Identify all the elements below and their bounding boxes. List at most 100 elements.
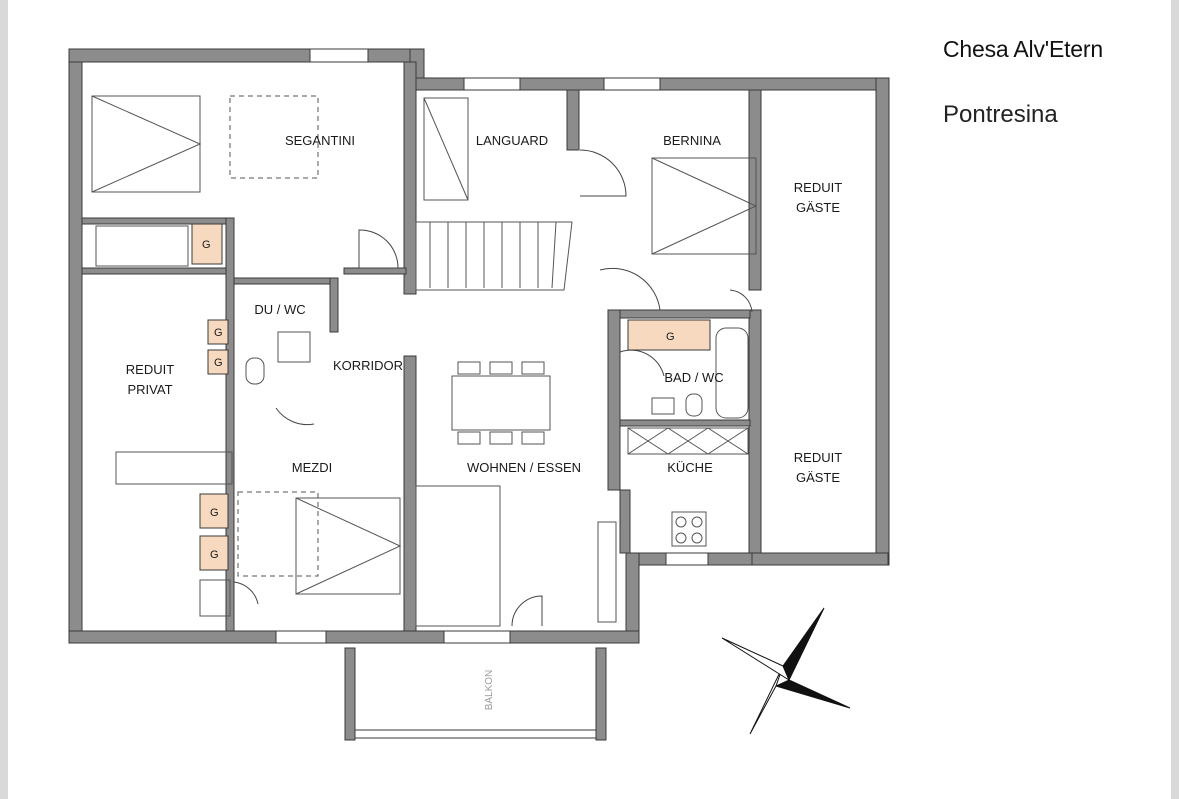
wall-interior-n	[619, 419, 751, 427]
bed-bernina-pillow	[651, 157, 758, 255]
room-label-reduit-gaeste-bottom-2: GÄSTE	[796, 470, 840, 485]
g-cabinet-4	[199, 493, 229, 529]
wall-interior-d	[748, 89, 762, 291]
balcony-rail	[354, 729, 597, 739]
door-swing-6	[275, 407, 315, 426]
wall-west	[68, 48, 83, 644]
kitchen-counter	[627, 427, 749, 455]
wall-interior-l	[343, 267, 407, 275]
project-title: Chesa Alv'Etern	[943, 36, 1103, 62]
stair-treads	[429, 221, 557, 289]
project-location: Pontresina	[943, 101, 1058, 128]
reduit-privat-box	[199, 579, 231, 617]
skylight-segantini	[229, 95, 319, 179]
window-wohnen	[443, 630, 511, 644]
du-wc-toilet	[245, 357, 265, 385]
sofa	[415, 485, 501, 627]
window-segantini	[309, 48, 369, 63]
balcony-wall-left	[344, 647, 356, 741]
room-label-reduit-gaeste-top-2: GÄSTE	[796, 200, 840, 215]
balcony-label: BALKON	[484, 670, 495, 711]
g-cabinet-2	[207, 319, 229, 345]
bad-sink	[651, 397, 675, 415]
wall-interior-a	[403, 61, 417, 295]
compass-needle-ne	[782, 607, 825, 682]
wall-south	[68, 630, 640, 644]
compass-needle-nw	[721, 637, 791, 682]
bathtub	[715, 327, 749, 419]
bed-segantini-pillow	[91, 95, 202, 193]
door-swing-1	[358, 229, 399, 269]
door-swing-5	[619, 349, 665, 377]
room-label-segantini: SEGANTINI	[285, 133, 355, 148]
chair-5	[489, 431, 513, 445]
reduit-shelves	[95, 225, 189, 267]
window-languard	[463, 77, 521, 91]
g-cabinet-3	[207, 349, 229, 375]
stove-burner-4	[691, 532, 703, 544]
wall-south-right	[749, 552, 889, 566]
wall-interior-h	[81, 267, 233, 275]
balcony-wall-right	[595, 647, 607, 741]
room-label-reduit-gaeste-top-1: REDUIT	[794, 180, 842, 195]
g-cabinet-5	[199, 535, 229, 571]
g-cabinets	[191, 223, 711, 571]
door-swing-3	[599, 267, 661, 311]
chair-2	[489, 361, 513, 375]
door-swing-7	[511, 595, 543, 627]
chair-6	[521, 431, 545, 445]
room-label-kueche: KÜCHE	[667, 460, 713, 475]
window-mezdi	[275, 630, 327, 644]
g-marker-5: G	[210, 549, 219, 561]
wall-interior-i	[225, 217, 235, 632]
room-label-reduit-gaeste-bottom-1: REDUIT	[794, 450, 842, 465]
door-swing-8	[233, 581, 259, 605]
compass-needle-se	[774, 679, 851, 709]
stove	[671, 511, 707, 547]
bed-mezdi	[295, 497, 401, 595]
du-wc-sink	[277, 331, 311, 363]
chair-4	[457, 431, 481, 445]
languard-cabinet	[423, 97, 469, 201]
bed-bernina	[651, 157, 757, 255]
stove-burner-1	[675, 516, 687, 528]
bad-toilet	[685, 393, 703, 417]
bed-segantini	[91, 95, 201, 193]
stairs	[415, 221, 573, 291]
room-label-wohnen-essen: WOHNEN / ESSEN	[467, 460, 581, 475]
sideboard	[597, 521, 617, 623]
wall-interior-b	[403, 355, 417, 632]
skylight-mezdi	[237, 491, 319, 577]
windows	[275, 48, 709, 644]
room-label-korridor: KORRIDOR	[333, 358, 403, 373]
wall-interior-m	[619, 309, 751, 319]
doors	[233, 149, 753, 627]
chair-1	[457, 361, 481, 375]
g-marker-2: G	[214, 327, 223, 339]
window-kueche	[665, 552, 709, 566]
wall-interior-j	[233, 277, 339, 285]
bed-mezdi-pillow	[295, 497, 402, 595]
room-label-mezdi: MEZDI	[292, 460, 332, 475]
wall-interior-e	[748, 309, 762, 554]
wall-south-step	[625, 552, 640, 644]
languard-cabinet-cross	[423, 97, 469, 201]
door-swing-2	[579, 149, 627, 197]
room-label-reduit-privat-2: PRIVAT	[127, 382, 172, 397]
g-cabinet-6	[627, 319, 711, 351]
wall-east	[875, 77, 890, 566]
kitchen-counter-cross	[627, 427, 749, 455]
room-label-languard: LANGUARD	[476, 133, 548, 148]
dining-table	[451, 375, 551, 431]
g-marker-4: G	[210, 507, 219, 519]
wall-north-left	[68, 48, 425, 63]
chair-3	[521, 361, 545, 375]
wall-interior-o	[619, 489, 631, 554]
balcony	[344, 647, 607, 741]
staircase-outline	[415, 221, 573, 291]
page-edge-right	[1171, 0, 1179, 799]
door-swing-4	[729, 289, 753, 313]
room-label-bad-wc: BAD / WC	[664, 370, 723, 385]
wall-interior-g	[81, 217, 233, 225]
